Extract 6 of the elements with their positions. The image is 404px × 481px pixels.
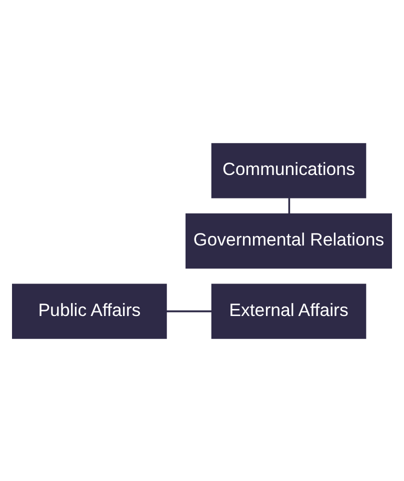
node-box: Public Affairs xyxy=(12,283,167,338)
node-box: Communications xyxy=(211,142,366,198)
node-box: External Affairs xyxy=(211,283,366,338)
connector xyxy=(288,198,290,214)
node-box: Governmental Relations xyxy=(186,212,392,268)
connector xyxy=(166,310,212,312)
